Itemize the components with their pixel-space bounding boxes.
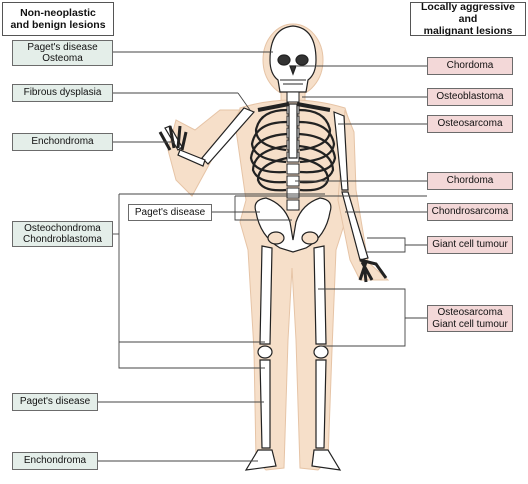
pelvis xyxy=(254,197,332,253)
legs xyxy=(244,245,342,471)
header-malignant: Locally aggressive and malignant lesions xyxy=(410,1,526,37)
sternum-clavicles xyxy=(257,102,331,159)
label-chordoma-skull: Chordoma xyxy=(427,57,513,75)
label-chondrosarcoma: Chondrosarcoma xyxy=(427,203,513,221)
header-benign: Non-neoplastic and benign lesions xyxy=(2,2,114,36)
label-pagets-pelvis: Paget's disease xyxy=(128,204,212,221)
label-osteosarcoma-giant-cell-knee: Osteosarcoma Giant cell tumour xyxy=(427,305,513,332)
label-pagets-lower: Paget's disease xyxy=(12,393,98,411)
ribcage xyxy=(249,108,337,192)
leader-lines xyxy=(98,51,427,462)
label-fibrous-dysplasia: Fibrous dysplasia xyxy=(12,84,113,102)
right-arm-raised xyxy=(158,107,256,167)
label-osteosarcoma-humerus: Osteosarcoma xyxy=(427,115,513,133)
skull xyxy=(269,25,317,93)
label-enchondroma-upper: Enchondroma xyxy=(12,133,113,151)
label-giant-cell-tumour: Giant cell tumour xyxy=(427,236,513,254)
label-enchondroma-lower: Enchondroma xyxy=(12,452,98,470)
label-pagets-osteoma: Paget's disease Osteoma xyxy=(12,40,113,66)
left-arm xyxy=(333,111,388,283)
label-osteoblastoma: Osteoblastoma xyxy=(427,88,513,106)
label-chordoma-sacrum: Chordoma xyxy=(427,172,513,190)
label-osteochondroma-chondroblastoma: Osteochondroma Chondroblastoma xyxy=(12,221,113,247)
